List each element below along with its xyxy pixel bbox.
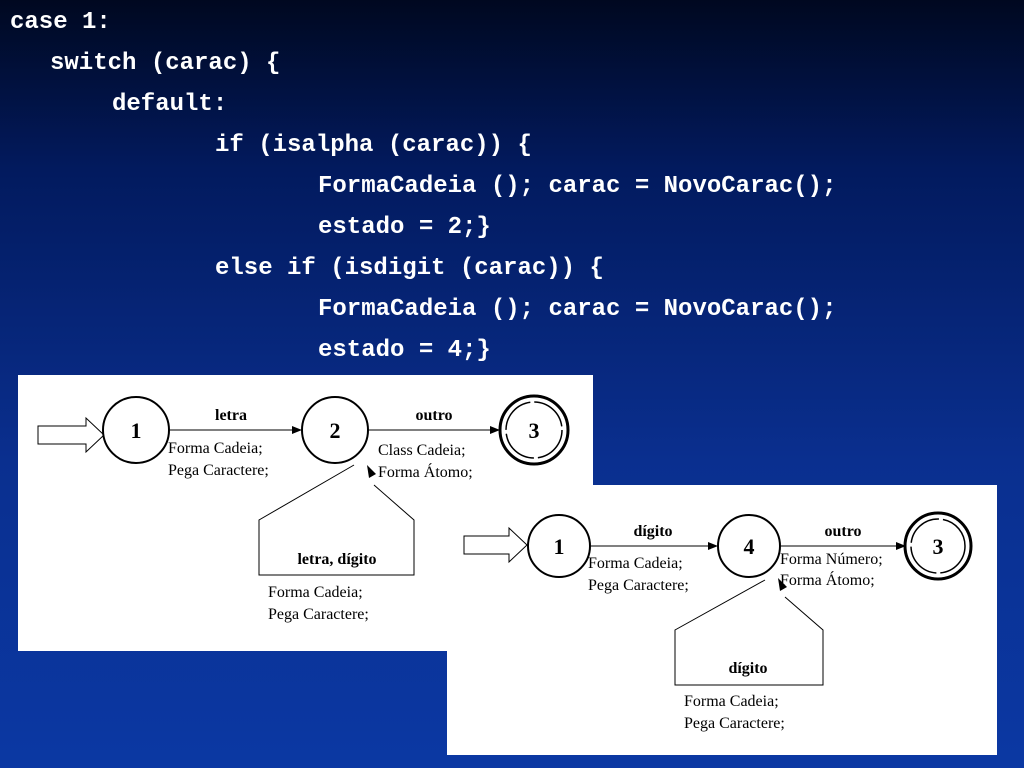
- edge-1-4-action-1: Forma Cadeia;: [588, 555, 683, 572]
- code-line-estado-4: estado = 4;}: [318, 337, 491, 364]
- automaton-digits-panel: 1 4 3 dígito Forma Cadeia; Pega Caracter…: [447, 485, 997, 755]
- code-line-case: case 1:: [10, 9, 111, 36]
- edge-1-2-action-2: Pega Caractere;: [168, 462, 269, 479]
- loop-2-arrowhead: [367, 465, 376, 478]
- loop-2-path: [258, 464, 415, 576]
- loop-4-arrowhead: [778, 578, 787, 591]
- code-line-if-isalpha: if (isalpha (carac)) {: [215, 132, 532, 159]
- state-2-label: 2: [330, 418, 341, 443]
- edge-1-2-action-1: Forma Cadeia;: [168, 440, 263, 457]
- state-2: 2: [301, 396, 369, 464]
- loop-4-path: [674, 579, 824, 686]
- edge-1-4-action-2: Pega Caractere;: [588, 577, 689, 594]
- edge-4-3-action-1: Forma Número;: [780, 551, 883, 568]
- state-3-label: 3: [933, 534, 944, 559]
- state-1-label: 1: [554, 534, 565, 559]
- start-arrow: [37, 416, 105, 454]
- code-line-formacadeia-2: FormaCadeia (); carac = NovoCarac();: [318, 296, 837, 323]
- loop-2-action-1: Forma Cadeia;: [268, 584, 363, 601]
- code-line-estado-2: estado = 2;}: [318, 214, 491, 241]
- code-line-default: default:: [112, 91, 228, 118]
- automaton-letters-diagram: 1 2 3 letra Forma Cadeia; Pega Caractere…: [37, 394, 570, 623]
- edge-1-2-label: letra: [215, 407, 247, 424]
- automaton-digits-diagram: 1 4 3 dígito Forma Cadeia; Pega Caracter…: [463, 511, 973, 732]
- state-1: 1: [102, 396, 170, 464]
- edge-4-3-action-2: Forma Átomo;: [780, 570, 875, 589]
- state-1: 1: [527, 514, 591, 578]
- edge-2-3-action-1: Class Cadeia;: [378, 442, 466, 459]
- loop-4-action-1: Forma Cadeia;: [684, 693, 779, 710]
- state-3-final: 3: [903, 511, 973, 581]
- loop-4-action-2: Pega Caractere;: [684, 715, 785, 732]
- edge-2-3-label: outro: [415, 407, 452, 424]
- code-line-switch: switch (carac) {: [50, 50, 281, 77]
- loop-2-label: letra, dígito: [297, 551, 376, 568]
- edge-2-3-action-2: Forma Átomo;: [378, 462, 473, 481]
- state-1-label: 1: [131, 418, 142, 443]
- code-line-formacadeia-1: FormaCadeia (); carac = NovoCarac();: [318, 173, 837, 200]
- loop-4-label: dígito: [728, 660, 767, 677]
- state-3-final: 3: [498, 394, 570, 466]
- state-4-label: 4: [744, 534, 755, 559]
- edge-4-3-label: outro: [824, 523, 861, 540]
- state-3-label: 3: [529, 418, 540, 443]
- loop-2-action-2: Pega Caractere;: [268, 606, 369, 623]
- edge-1-4-label: dígito: [633, 523, 672, 540]
- start-arrow: [463, 526, 528, 564]
- state-4: 4: [717, 514, 781, 578]
- code-line-else-if-isdigit: else if (isdigit (carac)) {: [215, 255, 604, 282]
